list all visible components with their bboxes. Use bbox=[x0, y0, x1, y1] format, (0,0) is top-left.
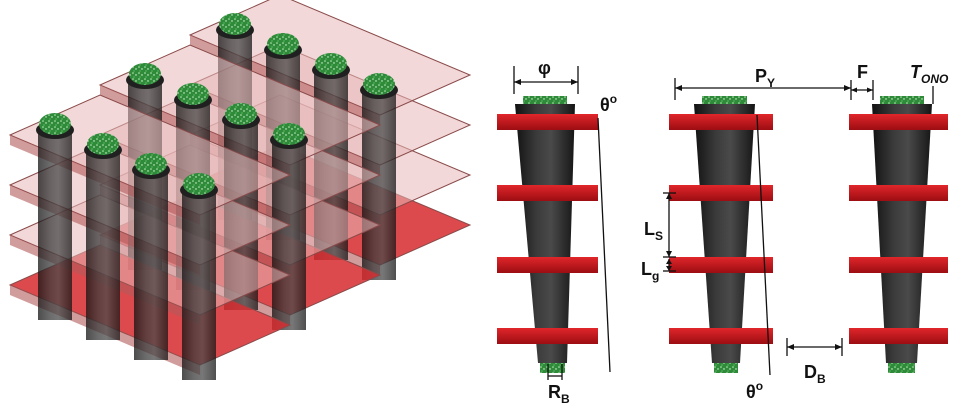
rb-label: RB bbox=[548, 382, 570, 406]
channel-top bbox=[135, 153, 167, 175]
channel-top bbox=[225, 103, 257, 125]
word-line bbox=[669, 185, 773, 201]
f-label: F bbox=[857, 62, 868, 82]
lg-label: Lg bbox=[641, 259, 659, 283]
pillar bbox=[86, 150, 120, 340]
word-line bbox=[497, 328, 598, 344]
channel-top bbox=[702, 96, 747, 104]
tono-label: TONO bbox=[910, 62, 949, 86]
channel-top bbox=[177, 83, 209, 105]
word-line bbox=[497, 185, 598, 201]
word-line bbox=[849, 114, 948, 130]
channel-top bbox=[87, 133, 119, 155]
channel-top bbox=[363, 73, 395, 95]
channel-top bbox=[880, 96, 924, 104]
pillar-body bbox=[872, 104, 932, 363]
pillar-section bbox=[515, 96, 575, 373]
array-row bbox=[8, 94, 292, 380]
py-label: PY bbox=[755, 66, 775, 90]
channel-top bbox=[267, 33, 299, 55]
pillar bbox=[182, 190, 216, 380]
pillar-body bbox=[694, 104, 755, 363]
pillar-section bbox=[694, 96, 755, 373]
pillar bbox=[38, 130, 72, 320]
channel-bottom bbox=[540, 363, 565, 373]
3d-vertical-nand-array bbox=[8, 0, 472, 380]
pillar-section bbox=[872, 96, 932, 373]
word-line bbox=[849, 257, 948, 273]
word-line bbox=[497, 257, 598, 273]
channel-top bbox=[183, 173, 215, 195]
phi-label: φ bbox=[538, 58, 551, 78]
pillar bbox=[272, 140, 306, 330]
cross-section-schematic bbox=[497, 96, 948, 373]
ls-label: LS bbox=[644, 219, 663, 243]
pillar bbox=[134, 170, 168, 360]
channel-top bbox=[219, 13, 251, 35]
word-line bbox=[849, 185, 948, 201]
theta-bottom-guide bbox=[756, 114, 771, 376]
theta-bottom-label: θo bbox=[746, 379, 763, 402]
channel-bottom bbox=[888, 363, 915, 373]
arrowheads bbox=[514, 79, 873, 350]
word-line bbox=[849, 328, 948, 344]
db-label: DB bbox=[804, 362, 826, 386]
pillar-body bbox=[515, 104, 575, 363]
dimension-labels: φ θo PY F TONO LS Lg RB θo DB bbox=[538, 58, 949, 406]
word-line bbox=[669, 114, 773, 130]
word-line bbox=[669, 257, 773, 273]
channel-top bbox=[523, 96, 567, 104]
pillar bbox=[362, 90, 396, 280]
theta-top-guide bbox=[597, 117, 611, 373]
word-line bbox=[497, 114, 598, 130]
theta-top-label: θo bbox=[600, 92, 617, 115]
channel-top bbox=[273, 123, 305, 145]
word-line bbox=[669, 328, 773, 344]
channel-top bbox=[129, 63, 161, 85]
channel-bottom bbox=[714, 363, 738, 373]
channel-top bbox=[315, 53, 347, 75]
channel-top bbox=[39, 113, 71, 135]
